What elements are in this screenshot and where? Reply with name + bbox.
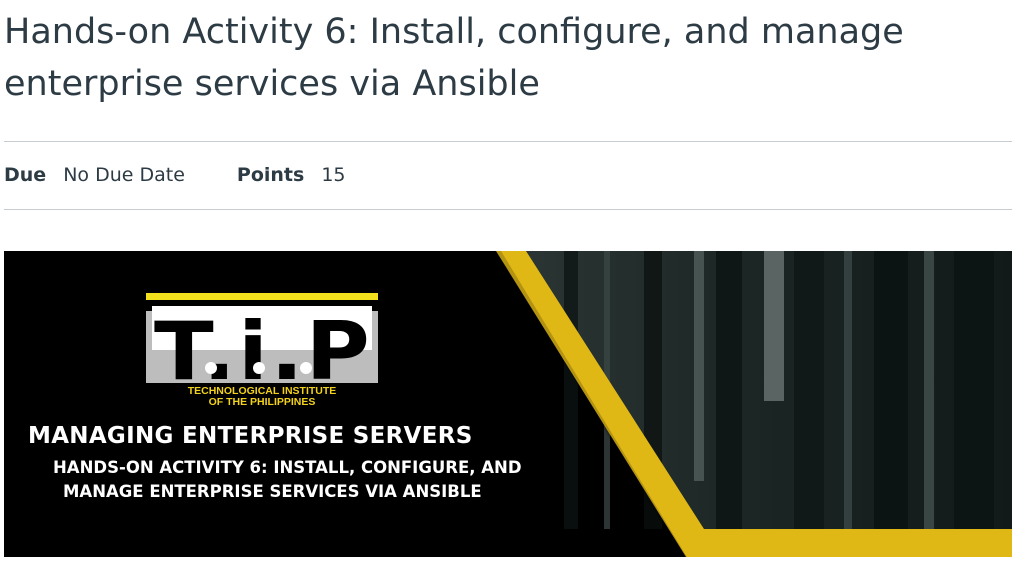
activity-banner-image: T.i.P TECHNOLOGICAL INSTITUTE OF THE PHI… — [4, 251, 1012, 557]
banner-graphic: T.i.P — [4, 251, 1012, 557]
points-label: Points — [236, 164, 305, 186]
logo-subtitle-line2: OF THE PHILIPPINES — [208, 396, 316, 408]
logo-subtitle-line1: TECHNOLOGICAL INSTITUTE — [187, 385, 337, 397]
banner-subheading-line2: MANAGE ENTERPRISE SERVICES VIA ANSIBLE — [63, 482, 482, 501]
points-value: 15 — [321, 164, 346, 186]
divider — [4, 141, 1012, 142]
due-detail: Due No Due Date — [4, 164, 185, 186]
page-title: Hands-on Activity 6: Install, configure,… — [4, 12, 904, 104]
due-value: No Due Date — [63, 164, 185, 186]
points-detail: Points 15 — [237, 164, 346, 186]
divider — [4, 209, 1012, 210]
banner-subheading-line1: HANDS-ON ACTIVITY 6: INSTALL, CONFIGURE,… — [53, 458, 522, 477]
due-label: Due — [4, 164, 47, 186]
assignment-details: Due No Due Date Points 15 — [4, 161, 346, 189]
logo-letters: T.i.P — [154, 305, 372, 398]
banner-heading: MANAGING ENTERPRISE SERVERS — [28, 423, 473, 449]
